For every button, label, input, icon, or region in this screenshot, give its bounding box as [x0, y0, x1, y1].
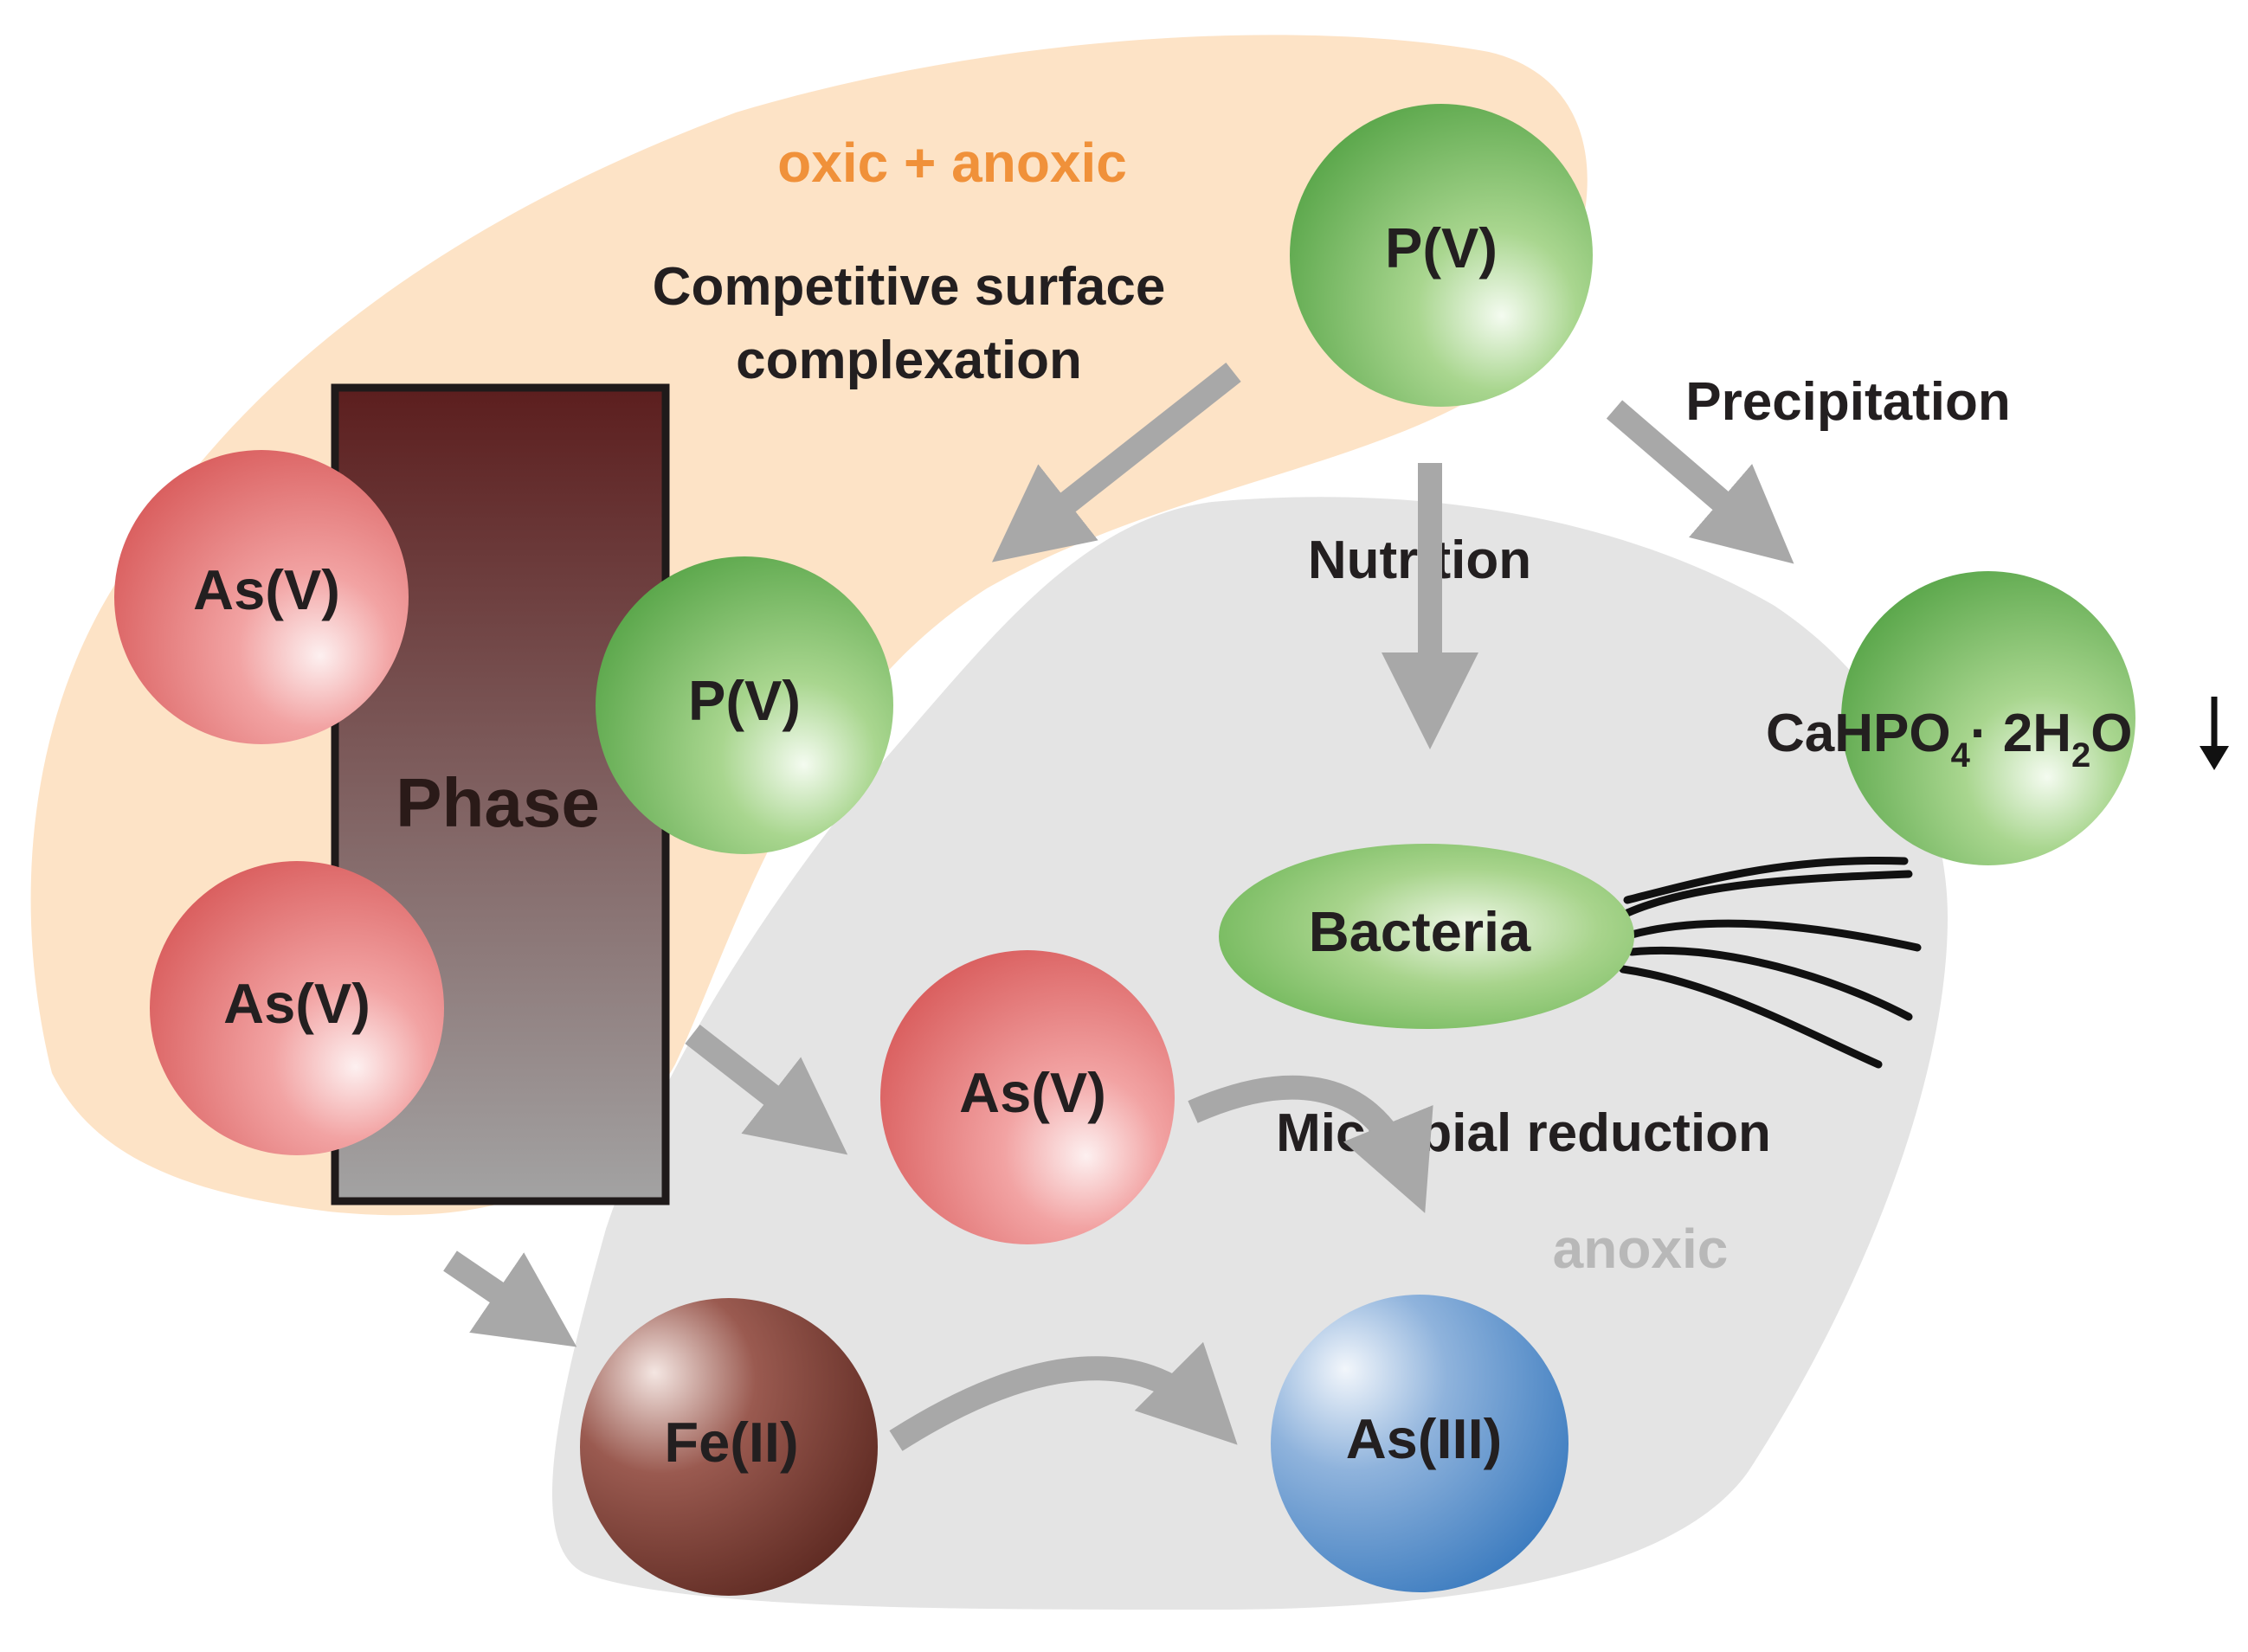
competitive-label-line2: complexation [736, 331, 1082, 390]
fe-ii-label: Fe(II) [664, 1411, 798, 1474]
arrow-competitive [991, 362, 1241, 562]
anoxic-zone [551, 497, 1948, 1610]
arrow-desorption [685, 1024, 848, 1155]
down-arrow-icon [2200, 697, 2229, 770]
asv-solution-label: As(V) [959, 1061, 1106, 1124]
sphere-as-iii: As(III) [1271, 1295, 1568, 1592]
competitive-label-line1: Competitive surface [653, 257, 1166, 317]
bacteria-label: Bacteria [1309, 900, 1531, 963]
pv-top-label: P(V) [1385, 216, 1498, 280]
sphere-precipitate [1841, 571, 2135, 865]
asv-lower-label: As(V) [223, 972, 370, 1035]
oxic-anoxic-label: oxic + anoxic [777, 132, 1127, 194]
as-iii-label: As(III) [1346, 1407, 1503, 1470]
sphere-asv-upper: As(V) [114, 450, 409, 744]
pv-surface-label: P(V) [688, 669, 801, 732]
sphere-pv-surface: P(V) [596, 556, 893, 854]
arrows [443, 362, 1794, 1451]
flagella-icon [1619, 856, 1922, 1069]
sphere-asv-solution: As(V) [880, 950, 1175, 1244]
arrow-precipitation [1606, 400, 1794, 564]
sphere-fe-ii: Fe(II) [580, 1298, 878, 1596]
arrow-microbial-reduction [1188, 1075, 1433, 1213]
bacteria-cell: Bacteria [1219, 844, 1922, 1069]
arrow-dissolution [443, 1250, 577, 1347]
phase-label: Phase [396, 764, 600, 841]
asv-upper-label: As(V) [193, 558, 340, 621]
sphere-pv-top: P(V) [1290, 104, 1593, 407]
sphere-asv-lower: As(V) [150, 861, 444, 1155]
precipitate-formula: CaHPO4· 2H2O [1766, 704, 2132, 775]
anoxic-label: anoxic [1553, 1218, 1729, 1280]
precipitation-label: Precipitation [1685, 372, 2011, 432]
arrow-abiotic-reduction [889, 1341, 1238, 1451]
